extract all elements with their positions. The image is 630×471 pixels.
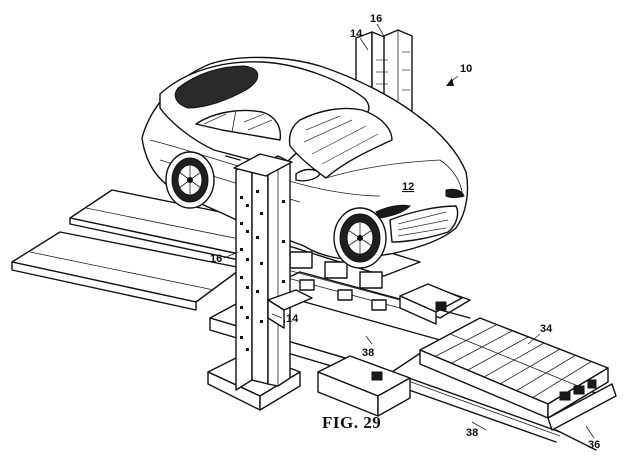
vehicle [141,56,469,260]
side-block-rear [399,283,463,325]
ref-16-top: 16 [370,13,382,25]
battery-carriage [547,383,617,451]
ref-14-top: 14 [350,28,363,40]
side-block-front [317,355,411,417]
ref-14-mid: 14 [286,313,299,325]
column-front [207,153,313,411]
wheel-front [333,207,387,269]
ref-38-top: 38 [362,347,374,359]
ref-16-mid: 16 [210,253,222,265]
ref-34: 34 [540,323,553,335]
ramp-left [11,231,243,311]
battery-pack [419,317,609,419]
leader-lines [223,23,595,439]
figure-caption: FIG. 29 [322,413,381,432]
ref-12: 12 [402,181,414,193]
wheel-rear [165,151,215,209]
ref-10: 10 [460,63,472,75]
ref-36: 36 [588,439,600,451]
ref-38-bottom: 38 [466,427,478,439]
arrow-head [446,78,454,86]
